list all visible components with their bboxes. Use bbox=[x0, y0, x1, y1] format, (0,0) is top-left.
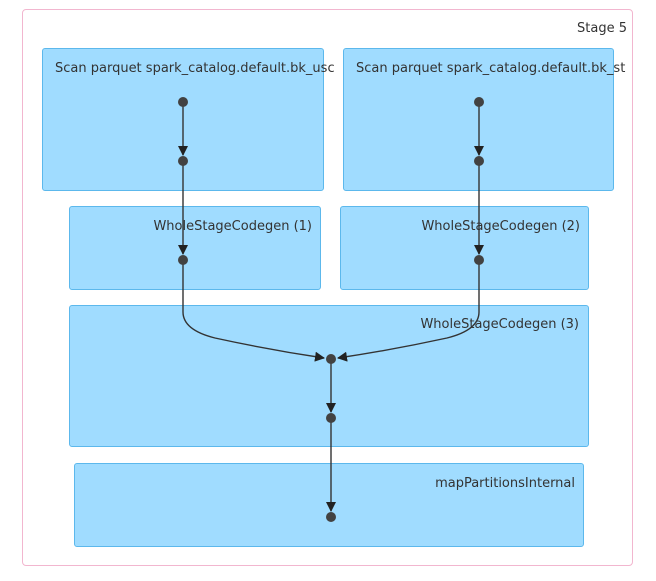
scan-st-columnar-node bbox=[474, 156, 484, 166]
stage-5-container bbox=[22, 9, 633, 566]
whole-stage-codegen-3-label: WholeStageCodegen (3) bbox=[420, 317, 579, 332]
stage-label: Stage 5 bbox=[577, 21, 627, 36]
map-partitions-node bbox=[326, 512, 336, 522]
whole-stage-codegen-1-label: WholeStageCodegen (1) bbox=[153, 219, 312, 234]
scan-parquet-bk-usc-label: Scan parquet spark_catalog.default.bk_us… bbox=[55, 61, 335, 76]
wsc3-output-node bbox=[326, 413, 336, 423]
whole-stage-codegen-2-cluster[interactable]: WholeStageCodegen (2) bbox=[340, 206, 589, 290]
scan-parquet-bk-st-cluster[interactable]: Scan parquet spark_catalog.default.bk_st bbox=[343, 48, 625, 191]
wsc2-node bbox=[474, 255, 484, 265]
scan-st-output-node bbox=[474, 97, 484, 107]
whole-stage-codegen-2-label: WholeStageCodegen (2) bbox=[421, 219, 580, 234]
scan-usc-output-node bbox=[178, 97, 188, 107]
edge-wsc2-to-join bbox=[337, 260, 480, 362]
scan-parquet-bk-st-label: Scan parquet spark_catalog.default.bk_st bbox=[356, 61, 626, 76]
wsc3-join-node bbox=[326, 354, 336, 364]
whole-stage-codegen-1-cluster[interactable]: WholeStageCodegen (1) bbox=[69, 206, 321, 290]
wsc1-node bbox=[178, 255, 188, 265]
whole-stage-codegen-3-cluster[interactable]: WholeStageCodegen (3) bbox=[69, 305, 589, 447]
map-partitions-internal-label: mapPartitionsInternal bbox=[435, 476, 575, 491]
scan-usc-columnar-node bbox=[178, 156, 188, 166]
edge-wsc1-to-join bbox=[182, 260, 325, 362]
